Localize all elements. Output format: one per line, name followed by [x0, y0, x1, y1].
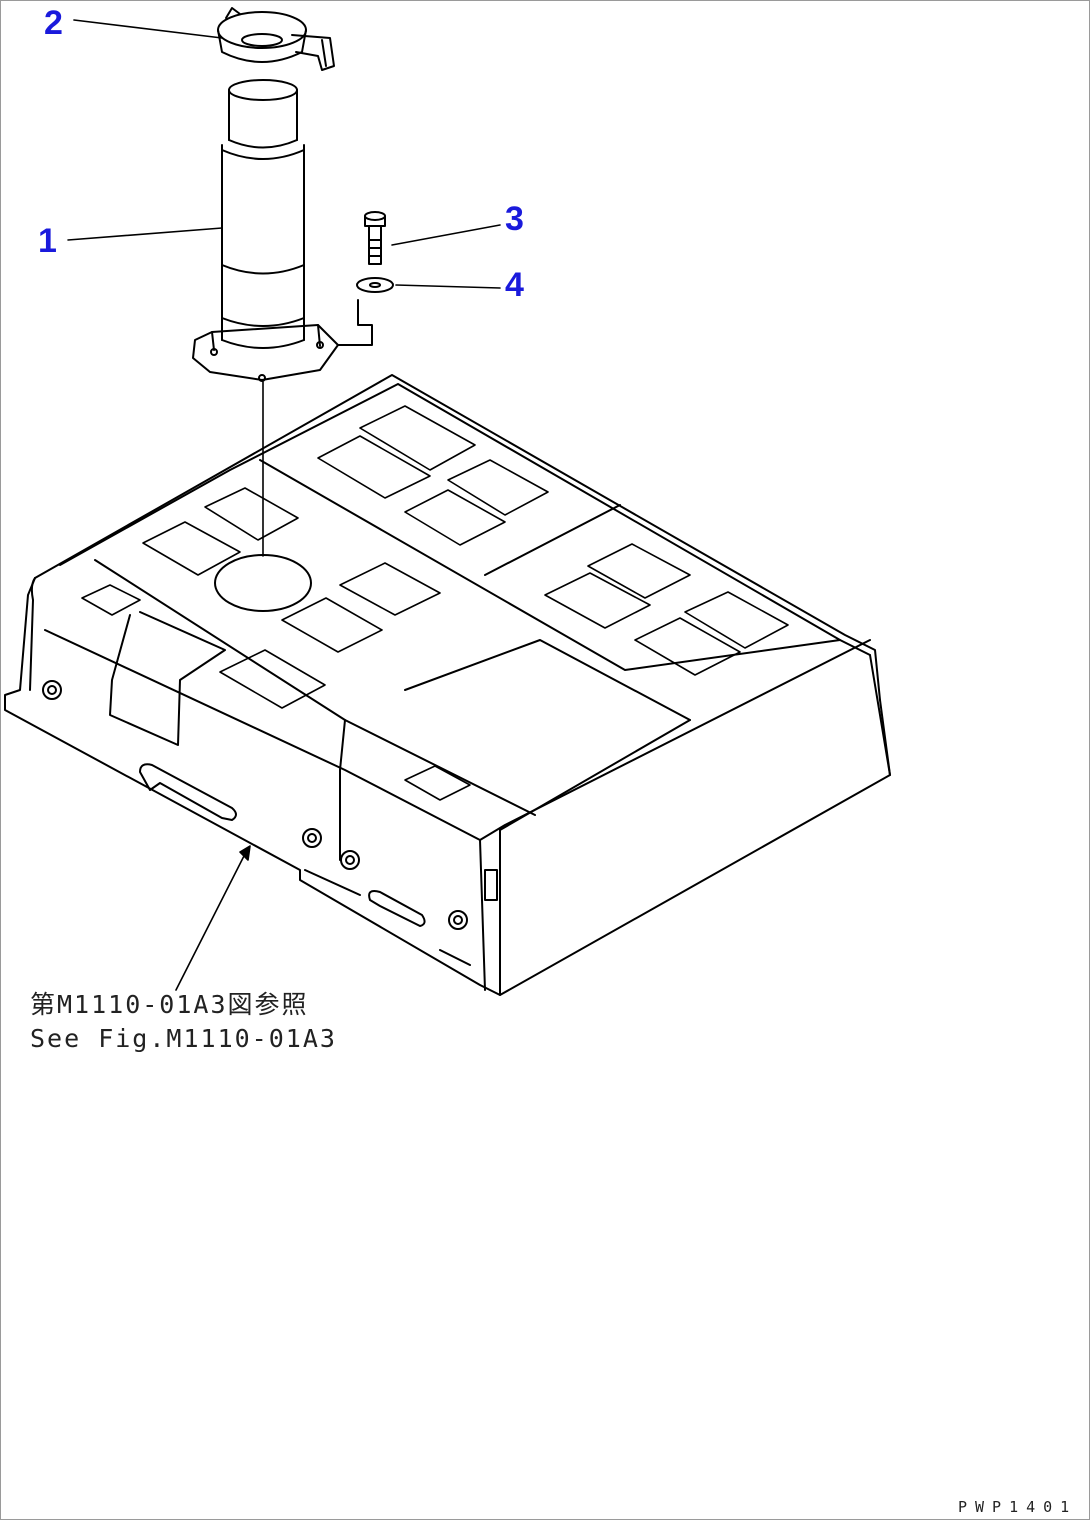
- leader-lines: [67, 19, 501, 991]
- access-plates: [81, 405, 789, 801]
- filler-pipe-part: [192, 79, 373, 382]
- callout-1: 1: [38, 222, 57, 260]
- reference-note-english: See Fig.M1110-01A3: [30, 1024, 337, 1053]
- reference-note-japanese: 第M1110-01A3図参照: [30, 990, 309, 1019]
- roof-panel: [4, 374, 891, 996]
- bolt-part: [364, 211, 386, 265]
- callout-4: 4: [505, 266, 524, 304]
- callout-2: 2: [44, 4, 63, 42]
- drawing-code: PWP1401: [958, 1498, 1078, 1516]
- cap-part: [217, 7, 335, 71]
- callout-3: 3: [505, 200, 524, 238]
- washer-part: [356, 277, 394, 293]
